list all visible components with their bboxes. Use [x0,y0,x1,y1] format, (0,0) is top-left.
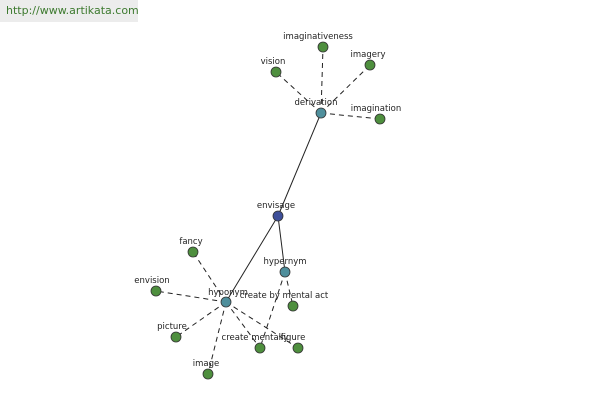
label-envisage: envisage [257,201,295,211]
label-imagery: imagery [350,50,385,60]
label-create-by-mental-act: create by mental act [240,291,329,301]
node-imagery[interactable] [364,59,376,71]
edge-hypernym-create-mentally [259,271,286,349]
node-derivation[interactable] [315,107,327,119]
node-fancy[interactable] [187,246,199,258]
label-create-mentally: create mentally [222,333,289,343]
node-hypernym[interactable] [279,266,291,278]
node-envision[interactable] [150,285,162,297]
source-url[interactable]: http://www.artikata.com [0,0,139,22]
label-vision: vision [261,57,286,67]
node-imaginativeness[interactable] [317,41,329,53]
edge-derivation-imaginativeness [320,46,324,114]
node-envisage[interactable] [272,210,284,222]
edge-derivation-imagination [320,112,381,120]
edge-derivation-imagery [320,64,371,114]
node-image[interactable] [202,368,214,380]
edge-hyponym-envision [155,290,227,303]
edge-hypernym-create-by-mental-act [284,271,294,307]
node-create-by-mental-act[interactable] [287,300,299,312]
label-image: image [193,359,219,369]
node-picture[interactable] [170,331,182,343]
edge-hyponym-picture [175,301,227,338]
label-figure: figure [281,333,306,343]
label-imagination: imagination [351,104,402,114]
node-hyponym[interactable] [220,296,232,308]
edge-hyponym-fancy [192,251,227,303]
node-figure[interactable] [292,342,304,354]
edge-hyponym-create-mentally [225,301,261,349]
label-imaginativeness: imaginativeness [283,32,353,42]
node-create-mentally[interactable] [254,342,266,354]
node-imagination[interactable] [374,113,386,125]
edge-envisage-derivation [277,112,322,217]
label-fancy: fancy [179,237,202,247]
edge-envisage-hypernym [277,215,286,273]
edge-envisage-hyponym [225,215,279,303]
label-envision: envision [134,276,169,286]
label-derivation: derivation [294,98,337,108]
node-vision[interactable] [270,66,282,78]
edge-derivation-vision [275,71,322,114]
label-hyponym: hyponym [208,288,248,298]
edge-hyponym-image [207,301,227,375]
label-picture: picture [157,322,187,332]
label-hypernym: hypernym [263,257,306,267]
